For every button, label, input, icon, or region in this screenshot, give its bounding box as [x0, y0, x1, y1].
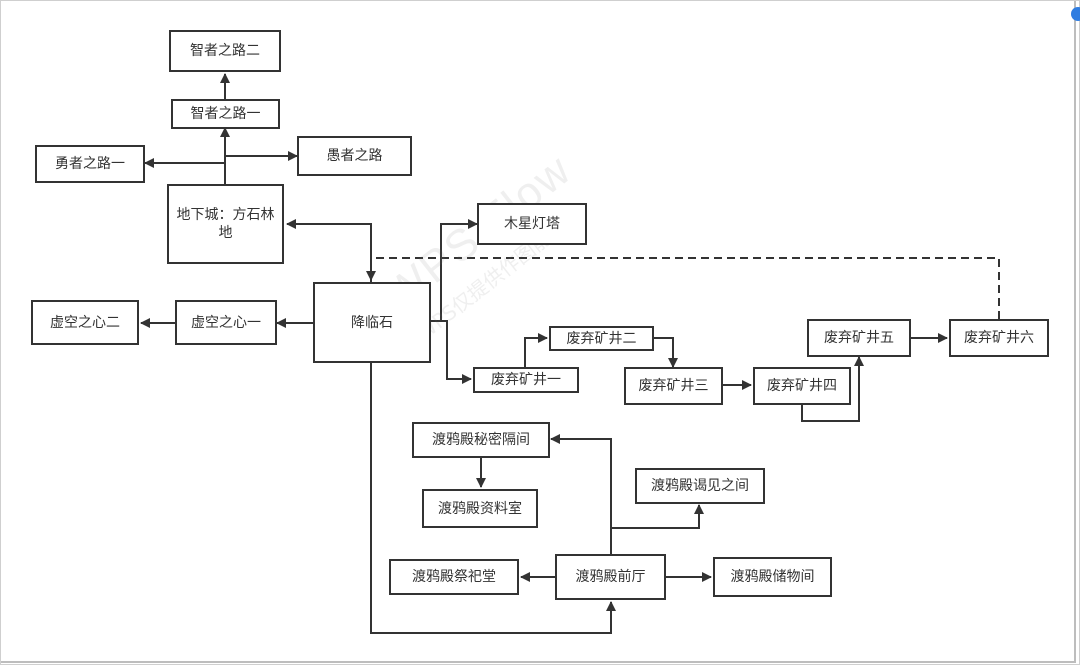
node-raven-hall-storage[interactable]: 渡鸦殿储物间: [713, 557, 832, 597]
node-raven-hall-archive[interactable]: 渡鸦殿资料室: [422, 489, 538, 528]
node-raven-hall-audience-room[interactable]: 渡鸦殿谒见之间: [635, 468, 765, 504]
node-void-heart-2[interactable]: 虚空之心二: [31, 300, 139, 345]
edge-mine1-to-mine2: [524, 333, 548, 367]
node-landing-stone[interactable]: 降临石: [313, 282, 431, 363]
node-dungeon-stone-forest[interactable]: 地下城：方石林地: [167, 184, 284, 264]
node-jupiter-lighthouse[interactable]: 木星灯塔: [477, 203, 587, 245]
node-raven-hall-shrine[interactable]: 渡鸦殿祭祀堂: [389, 559, 519, 595]
node-abandoned-mine-2[interactable]: 废弃矿井二: [549, 326, 654, 351]
node-fool-path[interactable]: 愚者之路: [297, 136, 412, 176]
edge-landing-to-hall: [370, 363, 616, 634]
node-raven-hall-secret-room[interactable]: 渡鸦殿秘密隔间: [412, 422, 550, 458]
edge-landing-to-jupiter: [431, 219, 478, 322]
node-abandoned-mine-3[interactable]: 废弃矿井三: [624, 367, 723, 405]
node-abandoned-mine-1[interactable]: 废弃矿井一: [473, 367, 579, 393]
edge-mine2-to-mine3: [654, 337, 678, 368]
node-abandoned-mine-4[interactable]: 废弃矿井四: [753, 367, 851, 405]
edge-mine6-to-landing-dashed: [366, 257, 1000, 319]
edge-hall-to-secret: [550, 434, 612, 554]
node-abandoned-mine-5[interactable]: 废弃矿井五: [807, 319, 911, 357]
node-raven-hall-antechamber[interactable]: 渡鸦殿前厅: [555, 554, 666, 600]
edge-hall-to-audience: [611, 504, 704, 529]
corner-indicator-icon: [1071, 7, 1080, 21]
node-abandoned-mine-6[interactable]: 废弃矿井六: [949, 319, 1049, 357]
node-brave-path-1[interactable]: 勇者之路一: [35, 145, 145, 183]
node-wise-path-2[interactable]: 智者之路二: [169, 30, 281, 72]
edge-landing-to-dungeon: [286, 219, 372, 282]
edge-landing-to-mine1: [431, 320, 472, 384]
node-void-heart-1[interactable]: 虚空之心一: [175, 300, 277, 345]
node-wise-path-1[interactable]: 智者之路一: [171, 99, 280, 129]
edge-mine4-to-mine5: [801, 356, 864, 422]
